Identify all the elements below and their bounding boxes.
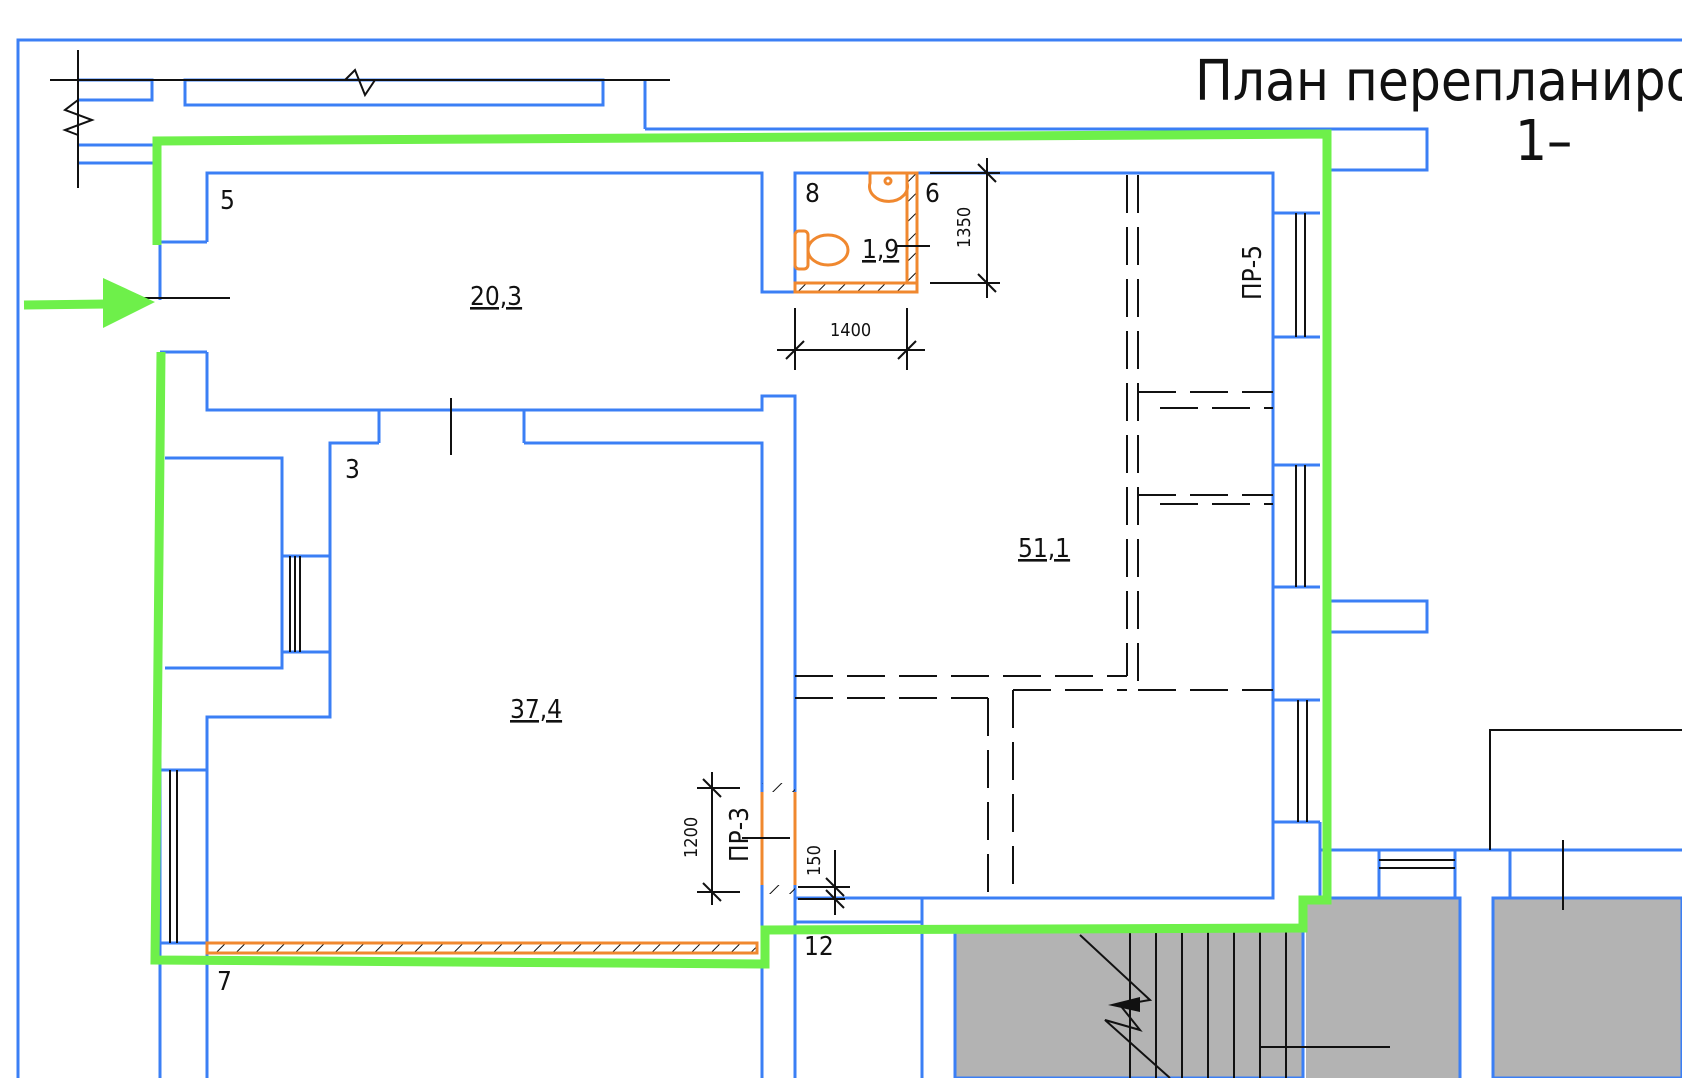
room-area: 37,4	[510, 695, 562, 725]
room-area: 51,1	[1018, 534, 1070, 564]
staircase	[953, 896, 1682, 1078]
sink-icon	[868, 171, 909, 203]
opening-label: ПР-5	[1238, 245, 1268, 300]
drawing-subtitle: 1–	[1515, 109, 1572, 174]
dimension-label: 1350	[954, 207, 975, 248]
room-area: 1,9	[862, 235, 899, 265]
room-number: 6	[925, 179, 940, 209]
entrance-arrow-icon	[23, 278, 155, 328]
room-number: 7	[217, 967, 232, 997]
premises-boundary	[150, 129, 1332, 969]
room-number: 5	[220, 186, 235, 216]
opening-label: ПР-3	[725, 807, 755, 862]
room-area: 20,3	[470, 282, 522, 312]
demolished-partitions	[795, 175, 1273, 898]
room-number: 8	[805, 179, 820, 209]
window-lines	[50, 50, 1682, 943]
new-partitions	[205, 171, 919, 955]
room-number: 12	[804, 932, 834, 962]
dimension-label: 150	[804, 845, 825, 876]
dimension-label: 1200	[681, 817, 702, 858]
drawing-frame	[16, 38, 1682, 1078]
toilet-icon	[793, 229, 850, 271]
dimension-lines	[697, 158, 1000, 915]
drawing-title: План перепланиро	[1195, 49, 1682, 114]
dimension-label: 1400	[830, 320, 871, 341]
room-number: 3	[345, 455, 360, 485]
stair-arrow-icon	[1108, 997, 1140, 1012]
